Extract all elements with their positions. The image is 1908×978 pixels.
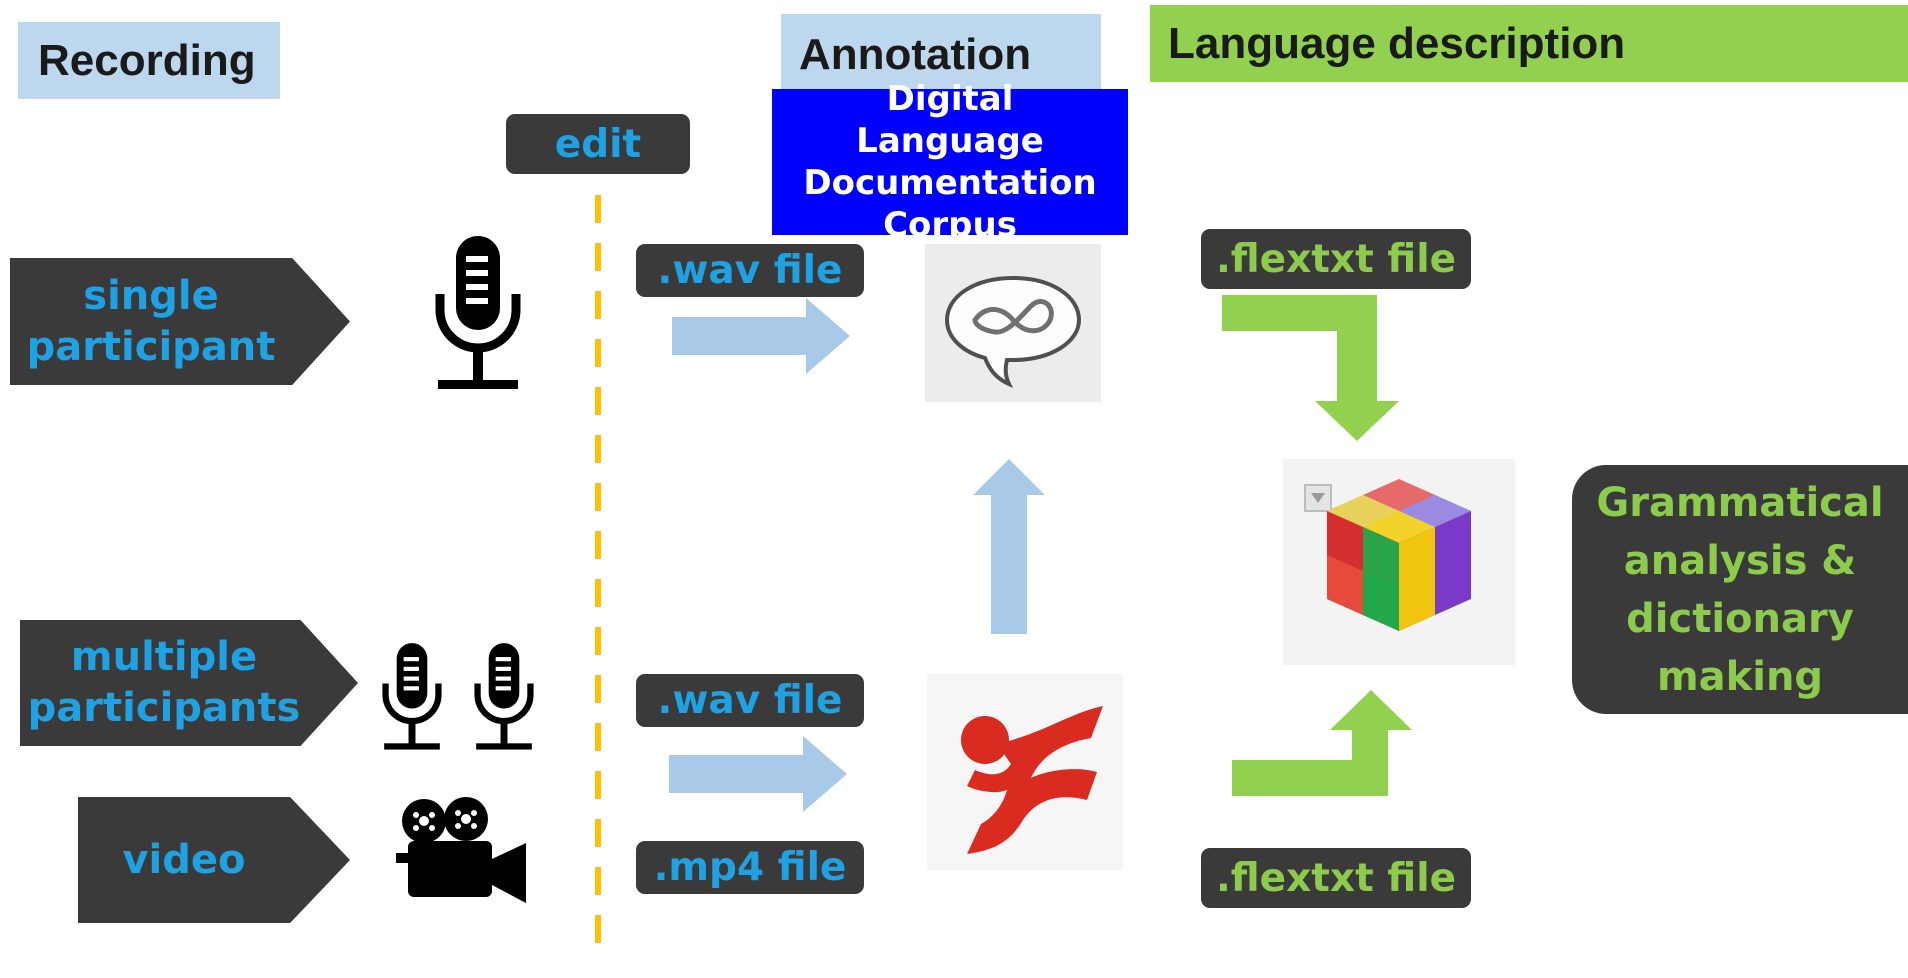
header-language-description: Language description [1150,5,1908,82]
grammatical-analysis-label: Grammatical analysis & dictionary making [1596,479,1884,700]
header-recording-label: Recording [38,35,256,85]
edit-tag-label: edit [554,121,642,167]
saymore-logo-icon [925,244,1101,402]
video-box: video [78,797,350,923]
header-annotation: Annotation [781,14,1101,96]
arrow-right-wav-top [672,298,850,374]
arrow-up-elan-to-saymore [973,459,1045,634]
flex-cube-logo-icon [1283,459,1515,665]
arrow-green-bottom [1232,690,1412,796]
flextxt-file-tag-top: .flextxt file [1201,229,1471,289]
microphone-icon [435,236,521,389]
arrow-green-top [1222,295,1399,441]
single-participant-label: single participant [26,272,276,370]
elan-logo-icon [927,674,1123,870]
grammatical-analysis-box: Grammatical analysis & dictionary making [1572,465,1908,714]
arrow-right-wav-bottom [669,736,847,812]
wav-file-tag-bottom-label: .wav file [657,678,843,723]
header-language-description-label: Language description [1168,18,1626,68]
video-camera-icon [396,797,526,903]
microphone-icon [474,643,534,750]
wav-file-tag-bottom: .wav file [636,674,864,727]
mp4-file-tag-label: .mp4 file [653,845,847,890]
flextxt-file-tag-bottom-label: .flextxt file [1215,855,1457,901]
single-participant-box: single participant [10,258,350,385]
wav-file-tag-top-label: .wav file [657,248,843,293]
video-label: video [122,836,246,883]
edit-divider-line [595,195,601,960]
wav-file-tag-top: .wav file [636,244,864,297]
header-recording: Recording [18,22,280,99]
edit-tag: edit [506,114,690,174]
flextxt-file-tag-bottom: .flextxt file [1201,848,1471,908]
mp4-file-tag: .mp4 file [636,841,864,894]
multiple-participants-label: multiple participants [27,634,301,731]
corpus-box: Digital Language Documentation Corpus [772,79,1128,245]
multiple-participants-box: multiple participants [20,620,358,746]
corpus-box-label: Digital Language Documentation Corpus [803,79,1097,245]
header-annotation-label: Annotation [799,30,1032,79]
microphone-icon [382,643,442,750]
flextxt-file-tag-top-label: .flextxt file [1215,236,1457,282]
